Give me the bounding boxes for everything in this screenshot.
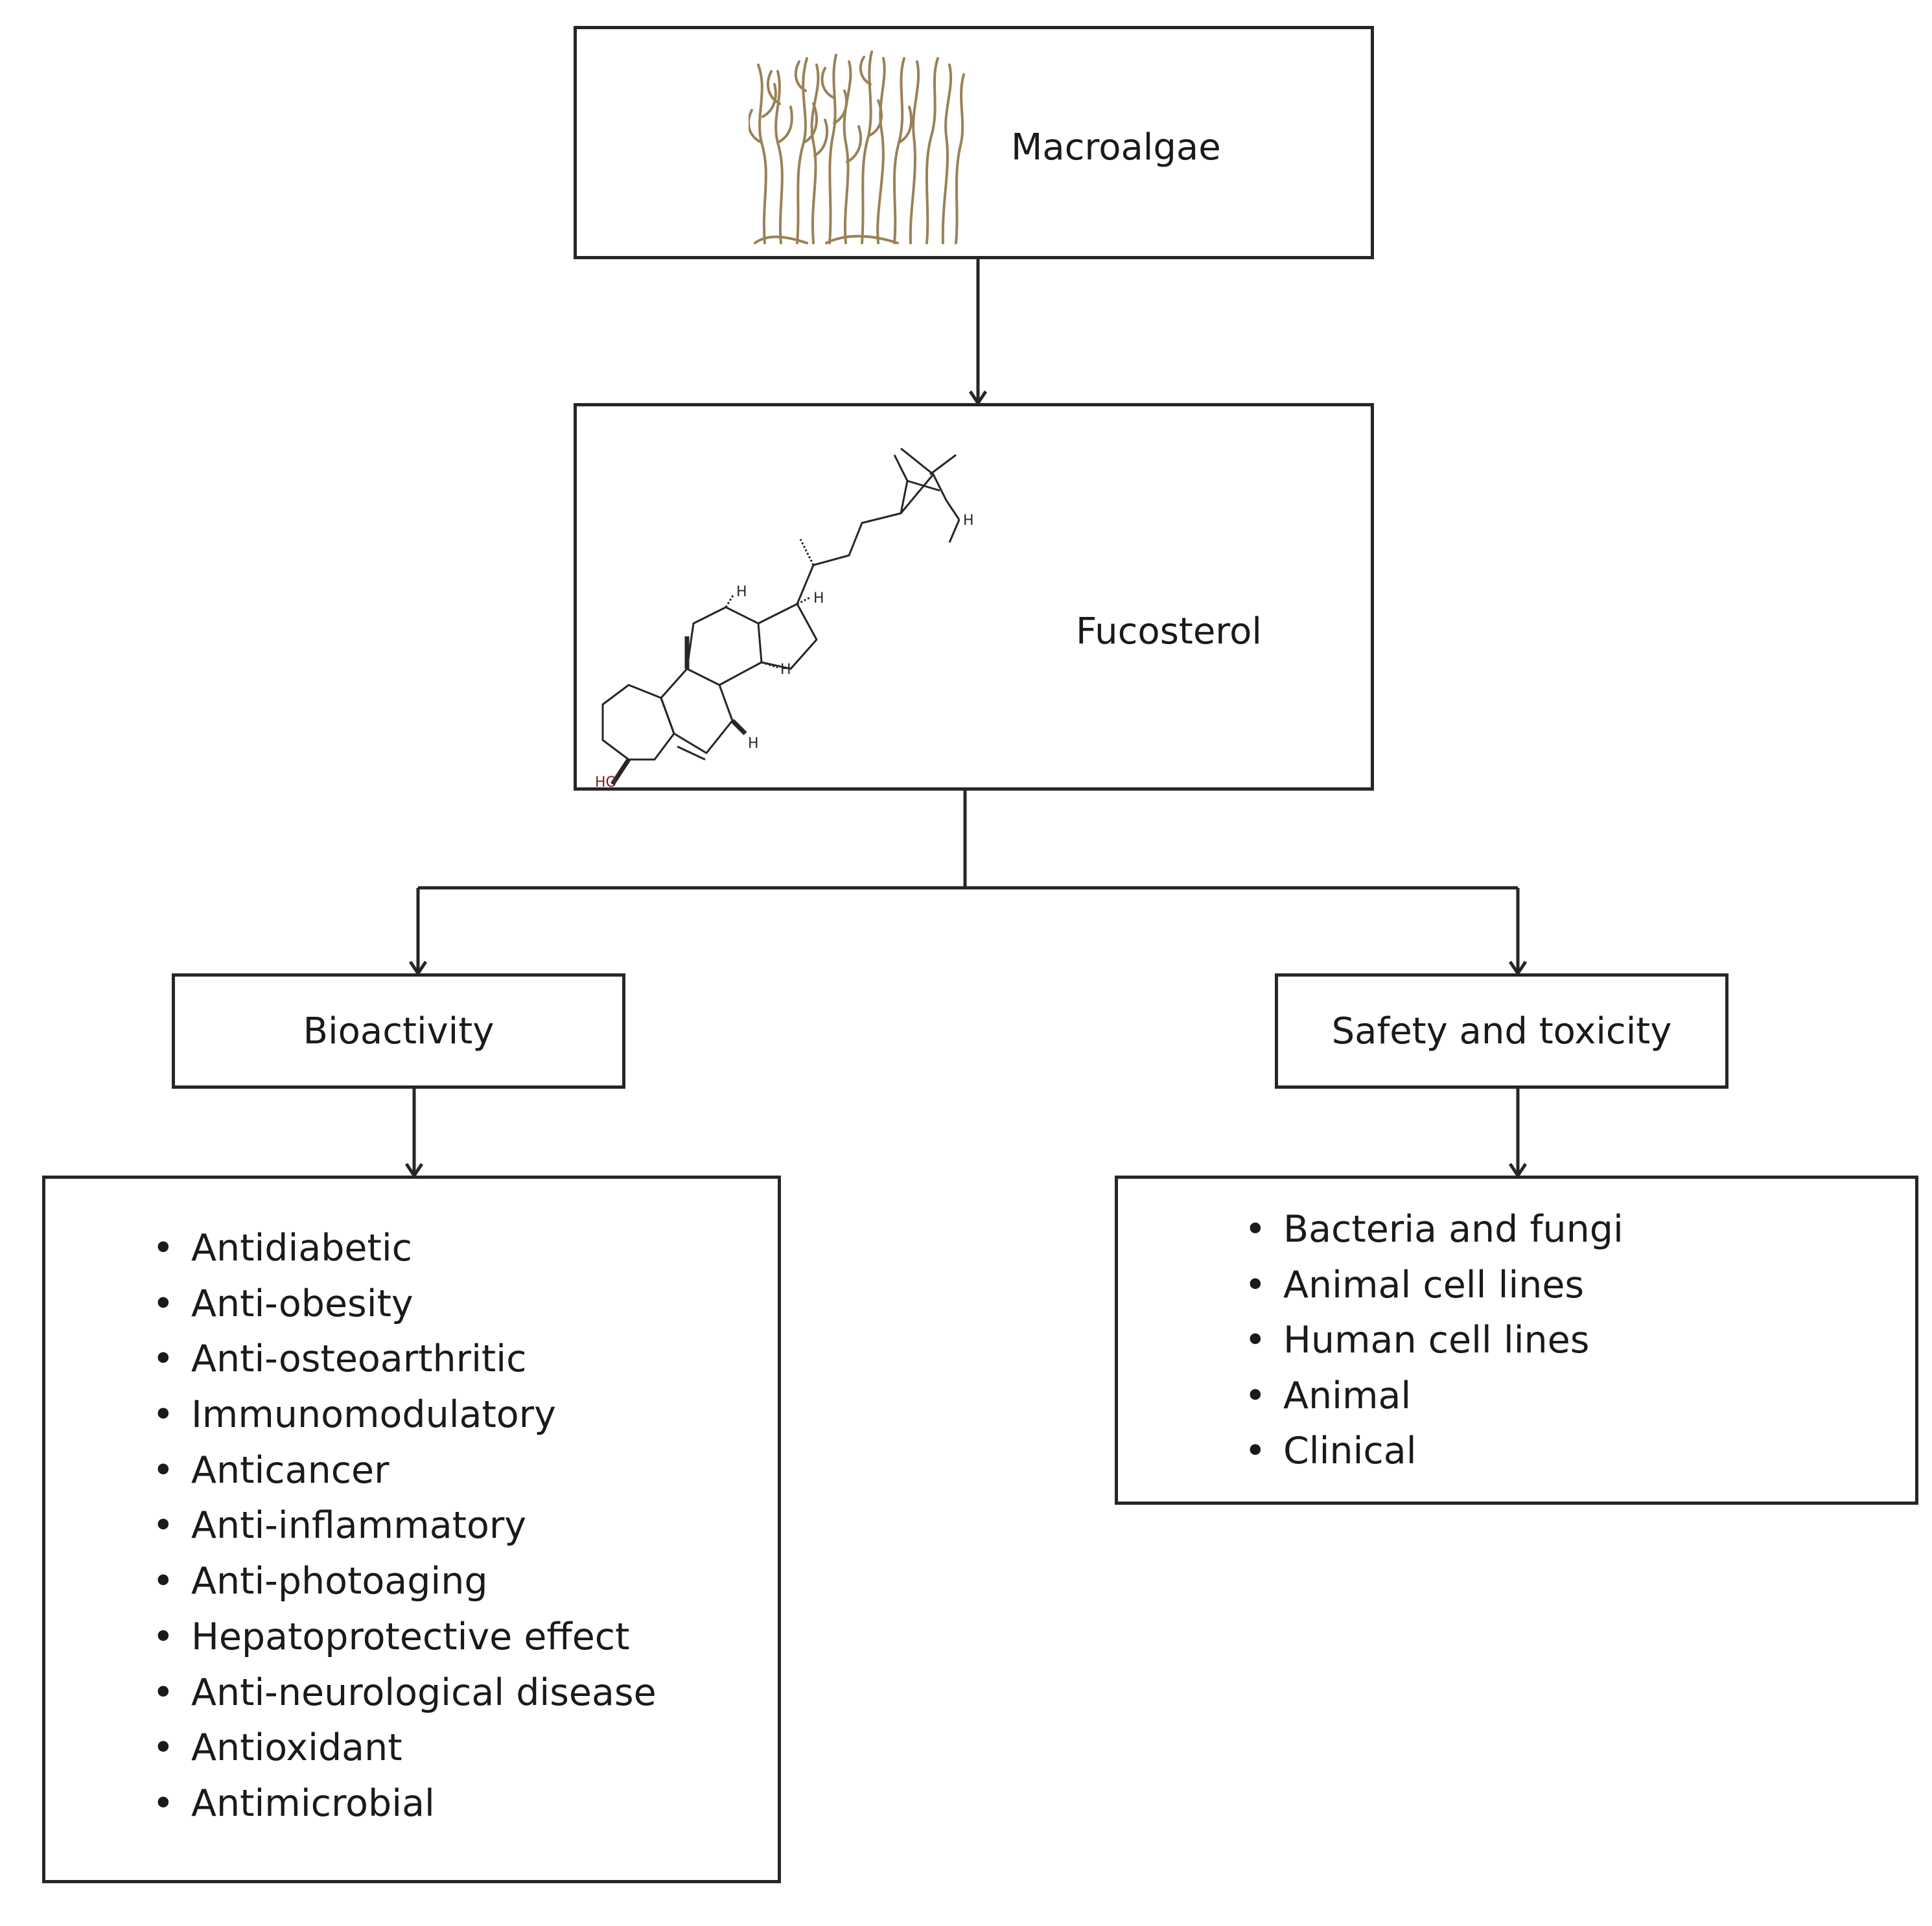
list-item: Human cell lines bbox=[1244, 1313, 1624, 1369]
list-item: Bacteria and fungi bbox=[1244, 1202, 1624, 1258]
hydrogen-label-1: H bbox=[813, 590, 824, 607]
safety-box: Safety and toxicity bbox=[1275, 973, 1728, 1089]
hydrogen-label-5: H bbox=[963, 513, 974, 529]
list-item: Antidiabetic bbox=[152, 1221, 657, 1277]
hydroxyl-label: HO bbox=[595, 774, 617, 789]
fucosterol-label: Fucosterol bbox=[1076, 610, 1262, 653]
bioactivity-label: Bioactivity bbox=[303, 1010, 495, 1052]
list-item: Animal cell lines bbox=[1244, 1258, 1624, 1314]
safety-label: Safety and toxicity bbox=[1331, 1010, 1672, 1052]
fucosterol-box: HO H H H H H Fucosterol bbox=[574, 403, 1374, 791]
macroalgae-box: Macroalgae bbox=[574, 26, 1374, 259]
seaweed-icon bbox=[749, 51, 965, 244]
list-item: Anti-osteoarthritic bbox=[152, 1332, 657, 1387]
list-item: Hepatoprotective effect bbox=[152, 1610, 657, 1665]
list-item: Anti-inflammatory bbox=[152, 1498, 657, 1554]
safety-list-box: Bacteria and fungi Animal cell lines Hum… bbox=[1115, 1176, 1918, 1505]
bioactivity-list-box: Antidiabetic Anti-obesity Anti-osteoarth… bbox=[42, 1176, 781, 1883]
list-item: Immunomodulatory bbox=[152, 1387, 657, 1443]
list-item: Animal bbox=[1244, 1369, 1624, 1424]
bioactivity-list: Antidiabetic Anti-obesity Anti-osteoarth… bbox=[152, 1221, 657, 1832]
hydrogen-label-3: H bbox=[748, 736, 759, 752]
list-item: Anticancer bbox=[152, 1443, 657, 1499]
list-item: Antioxidant bbox=[152, 1721, 657, 1776]
bioactivity-box: Bioactivity bbox=[172, 973, 625, 1089]
safety-list: Bacteria and fungi Animal cell lines Hum… bbox=[1244, 1202, 1624, 1479]
hydrogen-label-4: H bbox=[780, 662, 791, 678]
hydrogen-label-2: H bbox=[736, 584, 747, 600]
list-item: Antimicrobial bbox=[152, 1776, 657, 1832]
list-item: Clinical bbox=[1244, 1424, 1624, 1479]
list-item: Anti-photoaging bbox=[152, 1554, 657, 1610]
list-item: Anti-neurological disease bbox=[152, 1665, 657, 1721]
fucosterol-structure-icon: HO H H H H H bbox=[595, 447, 974, 789]
list-item: Anti-obesity bbox=[152, 1277, 657, 1332]
macroalgae-label: Macroalgae bbox=[1011, 126, 1221, 168]
